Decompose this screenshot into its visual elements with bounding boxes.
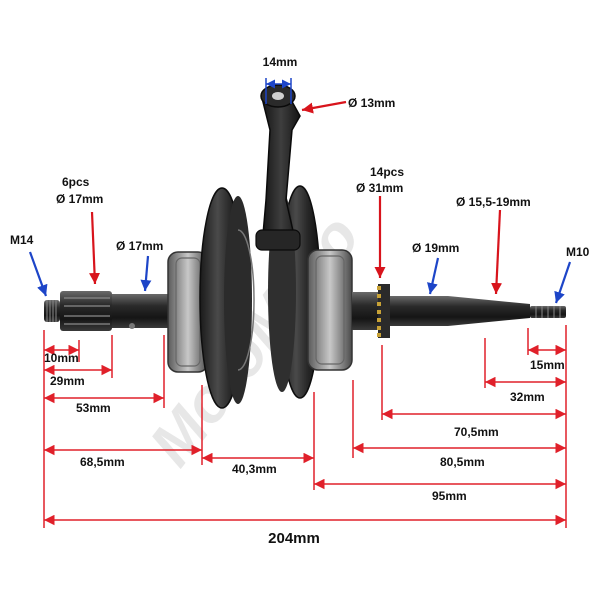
right-collar <box>352 292 378 330</box>
dim-15mm-label: 15mm <box>530 358 565 372</box>
left-thread-lines <box>46 300 57 322</box>
dim-95mm-label: 95mm <box>432 489 467 503</box>
dim-10mm-label: 10mm <box>44 351 79 365</box>
right-thread-label: M10 <box>566 245 590 259</box>
rod-width-label: 14mm <box>263 55 298 69</box>
connecting-rod <box>255 84 301 251</box>
rod-big-end <box>255 229 301 251</box>
left-seat-callout-arrow <box>140 255 152 292</box>
left-thread-end <box>44 300 60 322</box>
left-bearing <box>167 251 209 373</box>
dim-70mm-label: 70,5mm <box>454 425 499 439</box>
right-thread-lines <box>535 306 561 318</box>
rod-width-dimension <box>265 78 292 104</box>
right-bearing <box>307 249 353 371</box>
spline-callout-arrow <box>89 211 101 285</box>
left-bearing-seat-label: Ø 17mm <box>116 239 163 253</box>
left-crank-wheel <box>199 187 255 409</box>
taper-diameter-label: Ø 15,5-19mm <box>456 195 531 209</box>
timing-gear <box>377 284 390 338</box>
left-spline <box>60 291 112 331</box>
dim-40mm-label: 40,3mm <box>232 462 277 476</box>
taper-callout-arrow <box>491 209 503 295</box>
dim-68mm-label: 68,5mm <box>80 455 125 469</box>
dim-29mm-label: 29mm <box>50 374 85 388</box>
dim-total-label: 204mm <box>268 530 320 547</box>
gear-diameter-label: Ø 31mm <box>356 181 403 195</box>
rod-pin-hole <box>272 92 284 100</box>
spline-count-label: 6pcs <box>62 175 90 189</box>
dim-32mm-label: 32mm <box>510 390 545 404</box>
left-thread-callout-arrow <box>28 251 48 297</box>
pin-diameter-label: Ø 13mm <box>348 96 395 110</box>
callout-arrows <box>28 100 572 304</box>
left-thread-label: M14 <box>10 233 34 247</box>
dimension-lines <box>44 344 566 526</box>
oil-hole <box>129 323 135 329</box>
right-seat-callout-arrow <box>427 257 440 295</box>
part-labels: 14mm Ø 13mm M14 6pcs Ø 17mm Ø 17mm 14pcs… <box>10 55 590 259</box>
dim-53mm-label: 53mm <box>76 401 111 415</box>
gear-count-label: 14pcs <box>370 165 404 179</box>
spline-grooves <box>64 297 110 325</box>
right-bearing-seat-label: Ø 19mm <box>412 241 459 255</box>
left-shaft <box>44 291 170 331</box>
right-thread-callout-arrow <box>554 261 572 304</box>
right-shaft <box>352 284 566 338</box>
dimension-labels: 10mm 29mm 53mm 68,5mm 40,3mm 15mm 32mm 7… <box>44 351 565 547</box>
crankshaft <box>44 84 566 409</box>
left-journal <box>112 294 170 328</box>
right-taper <box>448 296 530 326</box>
dim-80mm-label: 80,5mm <box>440 455 485 469</box>
right-journal <box>390 296 448 326</box>
pin-callout-arrow <box>301 100 347 114</box>
extension-lines <box>43 325 567 528</box>
spline-diameter-label: Ø 17mm <box>56 192 103 206</box>
